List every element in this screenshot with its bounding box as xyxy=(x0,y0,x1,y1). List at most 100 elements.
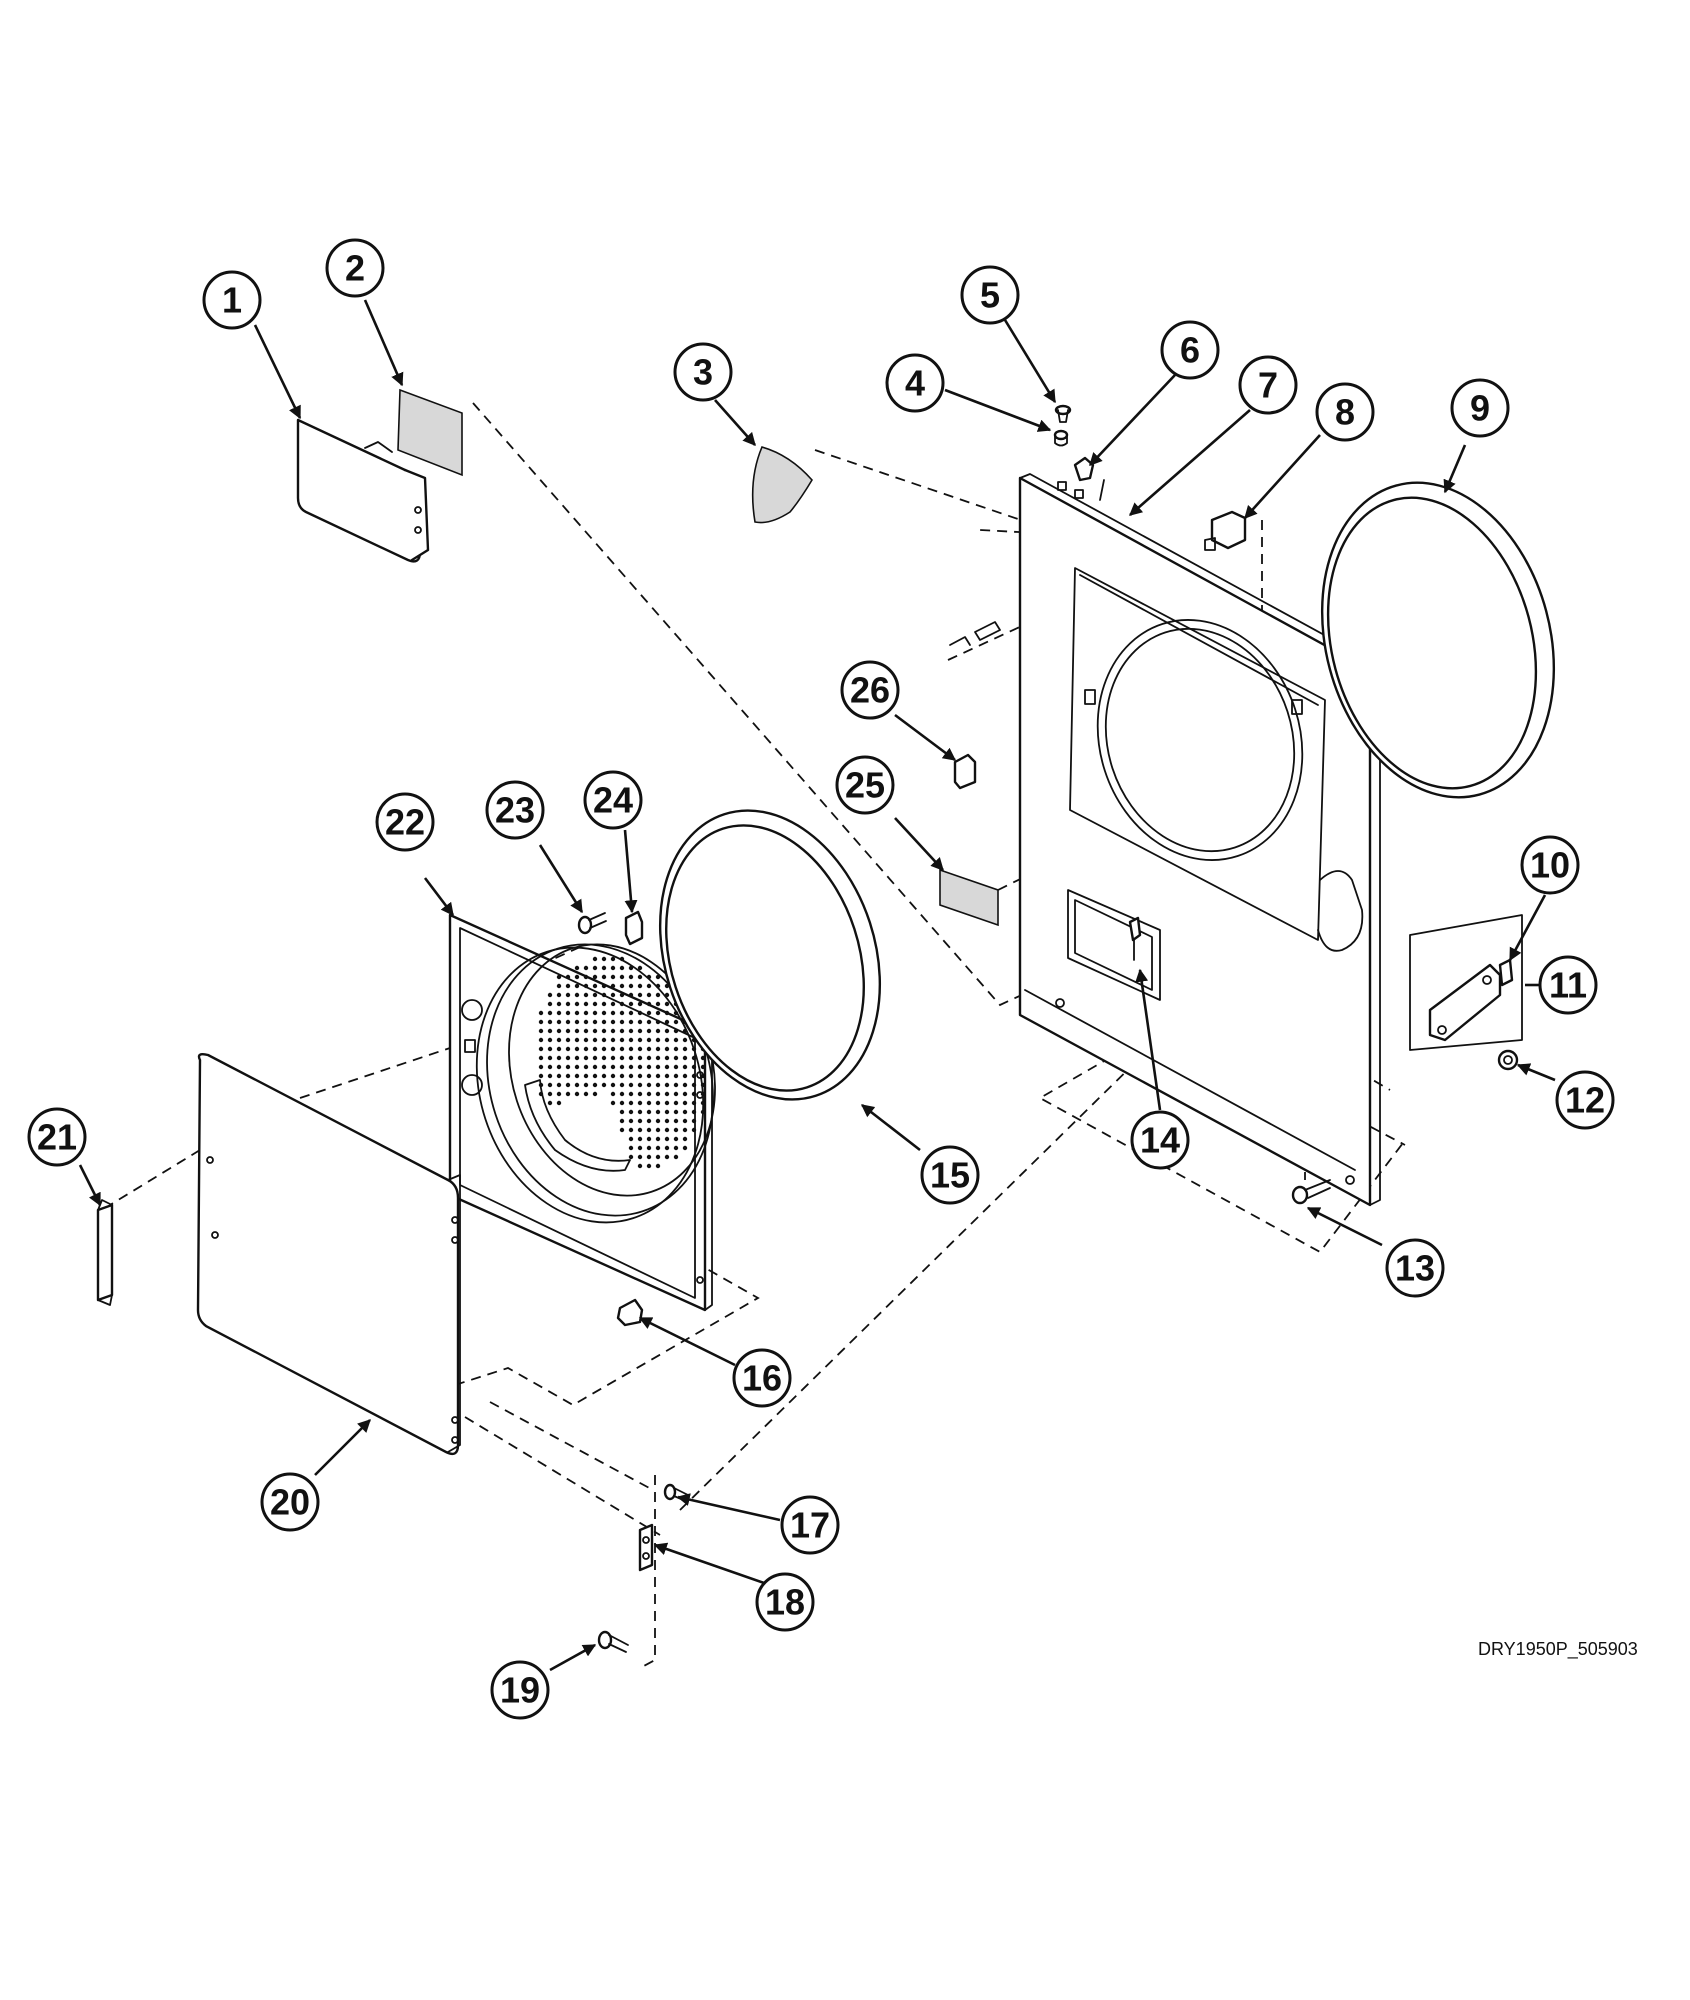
perforation-hole xyxy=(574,1073,580,1079)
svg-text:14: 14 xyxy=(1140,1120,1180,1161)
svg-text:18: 18 xyxy=(765,1582,805,1623)
perforation-hole xyxy=(646,992,652,998)
perforation-hole xyxy=(583,1091,589,1097)
perforation-hole xyxy=(592,983,598,989)
perforation-hole xyxy=(628,1073,634,1079)
perforation-hole xyxy=(664,1091,670,1097)
callout-8: 8 xyxy=(1315,382,1375,442)
perforation-hole xyxy=(619,1100,625,1106)
svg-text:23: 23 xyxy=(495,790,535,831)
callout-16: 16 xyxy=(732,1348,792,1408)
perforation-hole xyxy=(538,1073,544,1079)
callout-9: 9 xyxy=(1450,378,1510,438)
perforation-hole xyxy=(592,1082,598,1088)
perforation-hole xyxy=(547,1001,553,1007)
callout-11: 11 xyxy=(1538,955,1598,1015)
perforation-hole xyxy=(628,1100,634,1106)
perforation-hole xyxy=(682,1136,688,1142)
perforation-hole xyxy=(664,1019,670,1025)
perforation-hole xyxy=(583,1010,589,1016)
perforation-hole xyxy=(655,974,661,980)
perforation-hole xyxy=(655,1145,661,1151)
svg-text:4: 4 xyxy=(905,363,925,404)
perforation-hole xyxy=(700,1082,706,1088)
perforation-hole xyxy=(538,1019,544,1025)
svg-text:2: 2 xyxy=(345,248,365,289)
callout-4: 4 xyxy=(885,353,945,413)
perforation-hole xyxy=(583,965,589,971)
perforation-hole xyxy=(673,1046,679,1052)
part-1-control-cover xyxy=(296,418,430,563)
perforation-hole xyxy=(637,992,643,998)
perforation-hole xyxy=(547,1037,553,1043)
perforation-hole xyxy=(601,1010,607,1016)
perforation-hole xyxy=(619,1046,625,1052)
perforation-hole xyxy=(655,1082,661,1088)
perforation-hole xyxy=(646,983,652,989)
drawing-code: DRY1950P_505903 xyxy=(1478,1639,1638,1660)
perforation-hole xyxy=(682,1145,688,1151)
perforation-hole xyxy=(583,974,589,980)
perforation-hole xyxy=(547,1073,553,1079)
perforation-hole xyxy=(574,1046,580,1052)
perforation-hole xyxy=(538,1028,544,1034)
perforation-hole xyxy=(574,992,580,998)
perforation-hole xyxy=(565,983,571,989)
perforation-hole xyxy=(619,1082,625,1088)
perforation-hole xyxy=(610,1082,616,1088)
perforation-hole xyxy=(637,1037,643,1043)
perforation-hole xyxy=(628,1064,634,1070)
perforation-hole xyxy=(574,1010,580,1016)
perforation-hole xyxy=(601,983,607,989)
perforation-hole xyxy=(610,1100,616,1106)
perforation-hole xyxy=(547,1055,553,1061)
perforation-hole xyxy=(655,1163,661,1169)
perforation-hole xyxy=(628,1037,634,1043)
svg-text:6: 6 xyxy=(1180,330,1200,371)
part-19-screw xyxy=(597,1630,629,1653)
perforation-hole xyxy=(682,1091,688,1097)
perforation-hole xyxy=(610,1010,616,1016)
callout-24: 24 xyxy=(583,770,643,830)
perforation-hole xyxy=(628,983,634,989)
perforation-hole xyxy=(574,1019,580,1025)
perforation-hole xyxy=(655,1028,661,1034)
perforation-hole xyxy=(583,1082,589,1088)
perforation-hole xyxy=(637,1118,643,1124)
perforation-hole xyxy=(673,1145,679,1151)
perforation-hole xyxy=(574,1028,580,1034)
perforation-hole xyxy=(610,1073,616,1079)
perforation-hole xyxy=(610,1091,616,1097)
perforation-hole xyxy=(619,1055,625,1061)
perforation-hole xyxy=(673,1127,679,1133)
perforation-hole xyxy=(619,965,625,971)
perforation-hole xyxy=(592,1073,598,1079)
svg-text:22: 22 xyxy=(385,802,425,843)
perforation-hole xyxy=(700,1055,706,1061)
perforation-hole xyxy=(664,1064,670,1070)
perforation-hole xyxy=(574,1001,580,1007)
perforation-hole xyxy=(646,1064,652,1070)
perforation-hole xyxy=(592,1091,598,1097)
perforation-hole xyxy=(691,1109,697,1115)
perforation-hole xyxy=(628,1136,634,1142)
perforation-hole xyxy=(673,1091,679,1097)
callout-26: 26 xyxy=(840,660,900,720)
perforation-hole xyxy=(574,1037,580,1043)
perforation-hole xyxy=(583,1019,589,1025)
perforation-hole xyxy=(565,1010,571,1016)
perforation-hole xyxy=(655,1118,661,1124)
perforation-hole xyxy=(628,1001,634,1007)
perforation-hole xyxy=(565,1028,571,1034)
perforation-hole xyxy=(610,992,616,998)
perforation-hole xyxy=(664,1046,670,1052)
perforation-hole xyxy=(610,1055,616,1061)
perforation-hole xyxy=(619,1073,625,1079)
callout-19: 19 xyxy=(490,1660,550,1720)
perforation-hole xyxy=(655,1073,661,1079)
perforation-hole xyxy=(547,1019,553,1025)
perforation-hole xyxy=(574,983,580,989)
perforation-hole xyxy=(547,1082,553,1088)
perforation-hole xyxy=(556,1037,562,1043)
perforation-hole xyxy=(610,1001,616,1007)
